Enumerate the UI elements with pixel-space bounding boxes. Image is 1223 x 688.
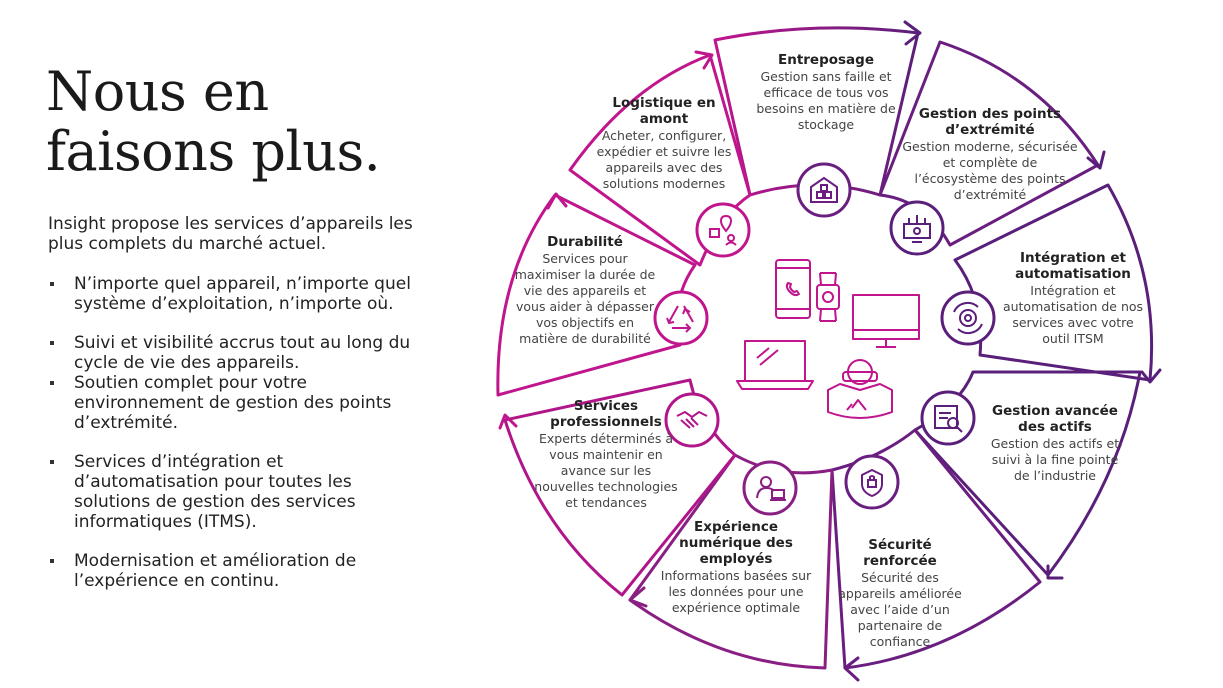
logistics-icon — [695, 202, 751, 258]
bullet-item: Modernisation et amélioration de l’expér… — [48, 551, 433, 591]
segment-desc-gestion-actifs: Gestion des actifs et suivi à la fine po… — [990, 436, 1120, 483]
arrowhead-logistique — [694, 50, 714, 70]
segment-desc-durabilite: Services pour maximiser la durée de vie … — [514, 251, 656, 346]
segment-outline-gestion-points — [878, 40, 1100, 247]
bullet-item: Suivi et visibilité accrus tout au long … — [48, 333, 433, 373]
segment-integration: Intégration et automatisation Intégratio… — [998, 250, 1148, 347]
monitor-icon — [852, 294, 920, 348]
recycle-icon — [653, 290, 709, 346]
arrowhead-services-pro — [498, 413, 518, 430]
segment-title-gestion-points: Gestion des points d’extrémité — [918, 106, 1062, 138]
arrowhead-entreposage — [903, 20, 922, 46]
laptop-icon — [736, 340, 814, 390]
segment-desc-securite: Sécurité des appareils améliorée avec l’… — [838, 570, 962, 649]
gear-cycle-icon — [940, 290, 996, 346]
segment-securite: Sécurité renforcée Sécurité des appareil… — [832, 537, 968, 650]
segment-title-integration: Intégration et automatisation — [1015, 250, 1131, 282]
arrowhead-gestion-actifs — [1046, 564, 1064, 580]
segment-desc-entreposage: Gestion sans faille et efficace de tous … — [756, 69, 896, 132]
security-chip-icon — [844, 454, 900, 510]
segment-desc-integration: Intégration et automatisation de nos ser… — [1002, 283, 1144, 346]
cycle-arrowheads — [498, 20, 1162, 682]
segment-entreposage: Entreposage Gestion sans faille et effic… — [747, 52, 905, 133]
center-device-icons — [736, 259, 920, 419]
segment-experience: Expérience numérique des employés Inform… — [652, 519, 820, 616]
segment-title-securite: Sécurité renforcée — [863, 537, 937, 569]
segment-icon-badges — [653, 162, 996, 516]
bullet-item: Services d’intégration et d’automatisati… — [48, 452, 433, 532]
arrowhead-experience — [628, 586, 648, 608]
smartphone-icon — [775, 259, 811, 319]
arrowhead-gestion-points — [1086, 150, 1106, 170]
segment-services-pro: Services professionnels Experts détermin… — [533, 398, 679, 511]
bullet-item: N’importe quel appareil, n’importe quel … — [48, 274, 433, 314]
smartwatch-icon — [816, 272, 840, 322]
intro-text: Insight propose les services d’appareils… — [48, 214, 413, 254]
warehouse-icon — [796, 162, 852, 218]
segment-desc-experience: Informations basées sur les données pour… — [660, 568, 812, 615]
arrowhead-durabilite — [546, 192, 568, 210]
segment-logistique: Logistique en amont Acheter, configurer,… — [592, 95, 736, 192]
segment-gestion-points: Gestion des points d’extrémité Gestion m… — [900, 106, 1080, 203]
asset-search-icon — [920, 390, 976, 446]
arrowhead-securite — [843, 656, 860, 682]
vr-user-icon — [827, 359, 893, 419]
page-title: Nous en faisons plus. — [46, 60, 381, 183]
bullet-list: N’importe quel appareil, n’importe quel … — [48, 274, 433, 591]
segment-desc-services-pro: Experts déterminés à vous maintenir en a… — [534, 431, 678, 510]
segment-title-experience: Expérience numérique des employés — [679, 519, 793, 567]
endpoint-monitor-icon — [889, 200, 945, 256]
segment-title-services-pro: Services professionnels — [550, 398, 662, 430]
segment-title-gestion-actifs: Gestion avancée des actifs — [992, 403, 1118, 435]
segment-outline-securite — [830, 428, 1042, 670]
handshake-icon — [664, 392, 720, 448]
arrowhead-integration — [1140, 368, 1162, 384]
employee-laptop-icon — [742, 460, 798, 516]
bullet-item: Soutien complet pour votre environnement… — [48, 373, 433, 433]
segment-title-entreposage: Entreposage — [777, 52, 874, 68]
title-line-2: faisons plus. — [46, 120, 381, 183]
segment-title-durabilite: Durabilité — [547, 234, 623, 250]
segment-desc-gestion-points: Gestion moderne, sécurisée et complète d… — [902, 139, 1078, 202]
segment-gestion-actifs: Gestion avancée des actifs Gestion des a… — [982, 403, 1128, 484]
segment-desc-logistique: Acheter, configurer, expédier et suivre … — [596, 128, 732, 191]
segment-durabilite: Durabilité Services pour maximiser la du… — [513, 234, 657, 347]
segment-title-logistique: Logistique en amont — [612, 95, 716, 127]
title-line-1: Nous en — [46, 60, 269, 123]
